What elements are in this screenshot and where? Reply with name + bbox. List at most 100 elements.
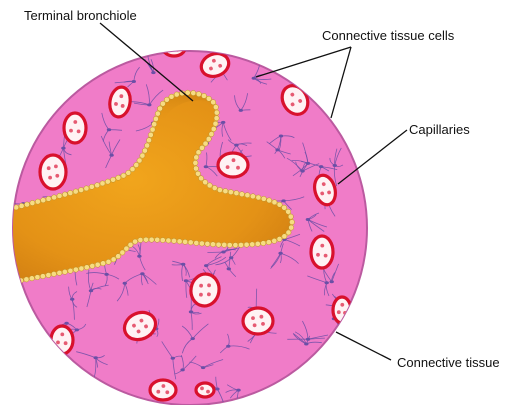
epithelial-cell xyxy=(212,185,217,190)
epithelial-cell xyxy=(0,237,3,242)
epithelial-cell xyxy=(89,184,94,189)
epithelial-cell xyxy=(209,132,214,137)
epithelial-cell xyxy=(116,254,121,259)
epithelial-cell xyxy=(256,195,261,200)
epithelial-cell xyxy=(111,257,116,262)
epithelial-cell xyxy=(196,92,201,97)
epithelial-cell xyxy=(233,243,238,248)
epithelial-cell xyxy=(68,268,73,273)
epithelial-cell xyxy=(166,238,171,243)
label-capillaries: Capillaries xyxy=(409,122,470,137)
epithelial-cell xyxy=(250,194,255,199)
epithelial-cell xyxy=(160,238,165,243)
epithelial-cell xyxy=(149,237,154,242)
epithelial-cell xyxy=(214,110,219,115)
epithelial-cell xyxy=(223,189,228,194)
epithelial-cell xyxy=(0,209,3,214)
epithelial-cell xyxy=(289,225,294,230)
epithelial-cell xyxy=(286,230,291,235)
epithelial-cell xyxy=(145,143,150,148)
capillary xyxy=(51,326,73,354)
epithelial-cell xyxy=(68,190,73,195)
epithelial-cell xyxy=(194,155,199,160)
epithelial-cell xyxy=(24,277,29,282)
epithelial-cell xyxy=(227,243,232,248)
epithelial-cell xyxy=(234,191,239,196)
epithelial-cell xyxy=(261,241,266,246)
epithelial-cell xyxy=(188,240,193,245)
epithelial-cell xyxy=(199,241,204,246)
epithelial-cell xyxy=(228,190,233,195)
capillary xyxy=(40,155,66,189)
epithelial-cell xyxy=(214,116,219,121)
epithelial-cell xyxy=(8,206,13,211)
epithelial-cell xyxy=(199,176,204,181)
epithelial-cell xyxy=(201,93,206,98)
epithelial-cell xyxy=(106,259,111,264)
epithelial-cell xyxy=(195,171,200,176)
epithelial-cell xyxy=(164,97,169,102)
epithelial-cell xyxy=(0,242,3,247)
epithelial-cell xyxy=(205,241,210,246)
epithelial-cell xyxy=(211,100,216,105)
epithelial-cell xyxy=(245,193,250,198)
epithelial-cell xyxy=(157,106,162,111)
epithelial-cell xyxy=(140,153,145,158)
epithelial-cell xyxy=(137,158,142,163)
epithelial-cell xyxy=(213,121,218,126)
epithelial-cell xyxy=(84,186,89,191)
epithelial-cell xyxy=(207,183,212,188)
label-connective-tissue: Connective tissue xyxy=(397,355,500,370)
epithelial-cell xyxy=(7,280,12,285)
epithelial-cell xyxy=(128,242,133,247)
epithelial-cell xyxy=(143,237,148,242)
capillary xyxy=(163,40,185,56)
capillary xyxy=(150,380,176,400)
epithelial-cell xyxy=(121,173,126,178)
epithelial-cell xyxy=(206,96,211,101)
epithelial-cell xyxy=(134,162,139,167)
epithelial-cell xyxy=(0,225,3,230)
capillary xyxy=(196,383,214,397)
epithelial-cell xyxy=(111,177,116,182)
epithelial-cell xyxy=(57,270,62,275)
epithelial-cell xyxy=(288,214,293,219)
epithelial-cell xyxy=(155,237,160,242)
epithelial-cell xyxy=(116,175,121,180)
leader-connective-tissue xyxy=(336,332,391,360)
epithelial-cell xyxy=(150,127,155,132)
epithelial-cell xyxy=(79,266,84,271)
epithelial-cell xyxy=(62,269,67,274)
leader-connective-tissue-cells-a xyxy=(256,47,351,77)
epithelial-cell xyxy=(130,167,135,172)
leader-connective-tissue-cells-b xyxy=(331,47,351,118)
epithelial-cell xyxy=(282,205,287,210)
capillary xyxy=(218,153,248,177)
epithelial-cell xyxy=(250,242,255,247)
epithelial-cell xyxy=(171,238,176,243)
epithelial-cell xyxy=(277,236,282,241)
epithelial-cell xyxy=(101,261,106,266)
epithelial-cell xyxy=(194,240,199,245)
epithelial-cell xyxy=(191,90,196,95)
epithelial-cell xyxy=(238,242,243,247)
epithelial-cell xyxy=(95,262,100,267)
epithelial-cell xyxy=(46,273,51,278)
epithelial-cell xyxy=(216,242,221,247)
epithelial-cell xyxy=(266,240,271,245)
epithelial-cell xyxy=(277,202,282,207)
epithelial-cell xyxy=(19,203,24,208)
epithelial-cell xyxy=(3,208,8,213)
epithelial-cell xyxy=(0,281,3,286)
capillary xyxy=(311,236,333,268)
capillary xyxy=(37,87,57,103)
epithelial-cell xyxy=(79,187,84,192)
epithelial-cell xyxy=(203,180,208,185)
epithelial-cell xyxy=(210,242,215,247)
epithelial-cell xyxy=(255,241,260,246)
epithelial-cell xyxy=(73,189,78,194)
epithelial-cell xyxy=(160,101,165,106)
epithelial-cell xyxy=(196,150,201,155)
epithelial-cell xyxy=(267,198,272,203)
